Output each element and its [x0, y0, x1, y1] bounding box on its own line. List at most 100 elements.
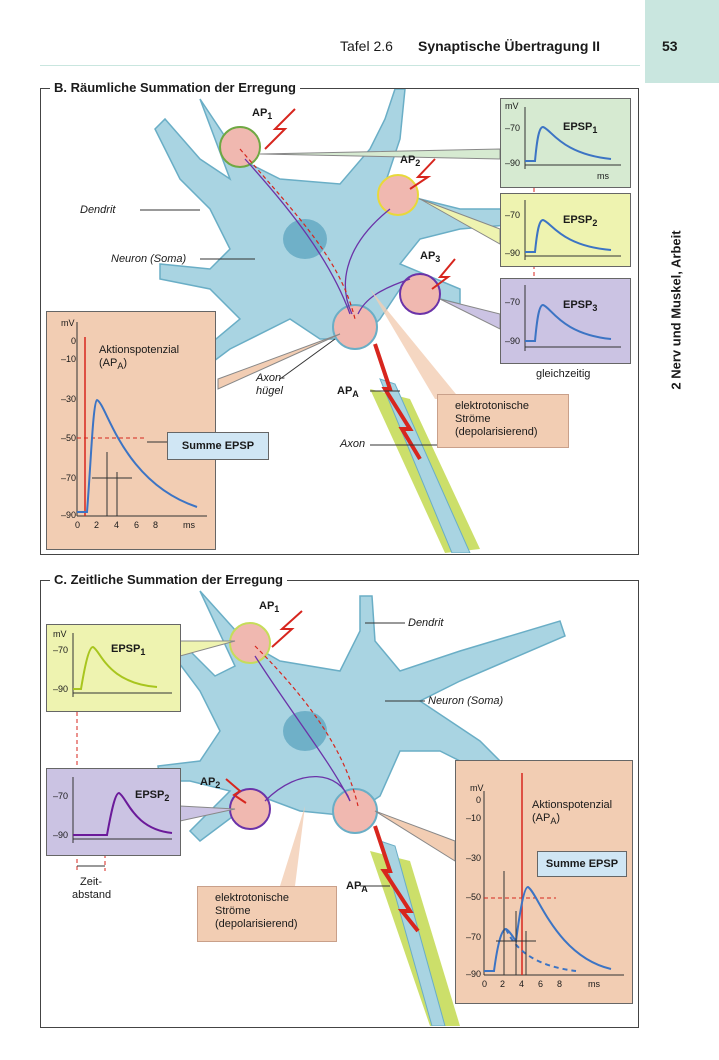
elektro-b-line2: Ströme [455, 413, 491, 425]
epsp1-curve [524, 107, 621, 169]
c-ap1-bolt [271, 610, 303, 648]
section-b-title: B. Räumliche Summation der Erregung [50, 80, 300, 95]
c-epsp1-unit: mV [53, 629, 67, 639]
epsp2-curve [524, 200, 621, 260]
ap-c-x3: 6 [538, 979, 544, 989]
epsp1-xunit: ms [597, 171, 609, 181]
section-c-illustration [76, 590, 566, 1026]
page-title: Synaptische Übertragung II [418, 38, 601, 54]
ap-c-plot [483, 773, 624, 976]
ap-chart-box-c: mV Aktionspotenzial (APA) 0 –10 –30 –50 … [455, 760, 633, 1004]
current-c-2 [264, 775, 351, 802]
hillock-c [332, 788, 378, 834]
ap-b-title-2: (APA) [99, 357, 128, 372]
synapse-ap2 [377, 174, 419, 216]
ap-b-xunit: ms [183, 520, 195, 530]
current-3 [357, 278, 411, 315]
ap-b-x2: 4 [114, 520, 120, 530]
axon-hillock-synapse [332, 304, 378, 350]
current-2 [344, 208, 391, 315]
synapse-c-ap2 [229, 788, 271, 830]
c-ap2-label: AP2 [200, 776, 221, 791]
c-ap1-label: AP1 [259, 600, 280, 615]
synapse-ap1 [219, 126, 261, 168]
summe-epsp-c: Summe EPSP [537, 851, 627, 877]
hillock-leader [279, 338, 336, 380]
page-tab [645, 0, 719, 83]
ap-b-y4: –70 [61, 473, 77, 483]
ap-c-x4: 8 [557, 979, 563, 989]
section-c-title: C. Zeitliche Summation der Erregung [50, 572, 287, 587]
nucleus-c [283, 711, 327, 751]
ap-b-plot [76, 322, 207, 517]
ap-c-y0: 0 [476, 795, 482, 805]
elektro-c-line3: (depolarisierend) [215, 918, 298, 930]
epsp1-ytop: –70 [505, 123, 521, 133]
c-epsp2-ybottom: –90 [53, 830, 69, 840]
epsp1-box-c: mV –70 –90 EPSP1 [46, 624, 181, 712]
epsp1-unit: mV [505, 101, 519, 111]
apa-label: APA [337, 385, 359, 400]
epsp3-ybottom: –90 [505, 336, 521, 346]
epsp2-ybottom: –90 [505, 248, 521, 258]
ap-b-x1: 2 [94, 520, 100, 530]
axonhuegel-label-1: Axon- [256, 372, 285, 384]
ap-b-unit: mV [61, 318, 75, 328]
ap-c-y1: –10 [466, 813, 482, 823]
summe-epsp-b: Summe EPSP [167, 432, 269, 460]
c-dendrit-label: Dendrit [408, 617, 444, 629]
ap-c-y5: –90 [466, 969, 482, 979]
tafel-label: Tafel 2.6 [340, 38, 393, 54]
ap-b-y2: –30 [61, 394, 77, 404]
header-rule [40, 65, 640, 66]
epsp3-curve [524, 285, 621, 351]
epsp3-box-b: –70 –90 EPSP3 [500, 278, 631, 364]
ap-c-x0: 0 [482, 979, 488, 989]
ap-c-y3: –50 [466, 892, 482, 902]
ap-b-x3: 6 [134, 520, 140, 530]
chapter-side-label: 2 Nerv und Muskel, Arbeit [668, 230, 684, 390]
connector-ap [217, 333, 341, 390]
apa-arrow-c [373, 825, 420, 933]
c-epsp1-ybottom: –90 [53, 684, 69, 694]
gleichzeitig-label: gleichzeitig [536, 368, 591, 380]
c-epsp1-curve [72, 633, 172, 697]
c-connector-elektro [280, 806, 305, 886]
ap1-bolt [264, 108, 296, 150]
current-1 [244, 158, 351, 315]
epsp1-title: EPSP1 [563, 121, 598, 136]
dendrit-label: Dendrit [80, 204, 116, 216]
synapse-ap3 [399, 273, 441, 315]
ap-b-y3: –50 [61, 433, 77, 443]
c-epsp1-ytop: –70 [53, 645, 69, 655]
epsp1-ybottom: –90 [505, 158, 521, 168]
axonhuegel-label-2: hügel [256, 385, 283, 397]
neuron-soma [154, 89, 521, 380]
connector-3 [439, 298, 501, 330]
c-epsp2-title: EPSP2 [135, 789, 170, 804]
ap-path-1 [239, 148, 356, 320]
connector-elektro [370, 289, 460, 399]
zeit-label-1: Zeit- [80, 876, 102, 888]
epsp3-title: EPSP3 [563, 299, 598, 314]
c-epsp1-title: EPSP1 [111, 643, 146, 658]
epsp1-box-b: mV –70 –90 ms EPSP1 [500, 98, 631, 188]
ap-c-unit: mV [470, 783, 484, 793]
ap-c-x1: 2 [500, 979, 506, 989]
synapse-c-ap1 [229, 622, 271, 664]
ap-chart-box-b: mV Aktionspotenzial (APA) 0 –10 –30 –50 … [46, 311, 216, 550]
elektrotonische-box-c: elektrotonische Ströme (depolarisierend) [197, 886, 337, 942]
epsp3-ytop: –70 [505, 297, 521, 307]
apa-arrow [373, 343, 422, 461]
ap-c-y4: –70 [466, 932, 482, 942]
axon-core [379, 378, 471, 553]
section-b-frame [40, 88, 639, 555]
ap3-label: AP3 [420, 250, 441, 265]
ap-c-title-2: (APA) [532, 812, 561, 827]
ap-b-y0: 0 [71, 336, 77, 346]
section-b-illustration [140, 89, 535, 553]
ap-b-x0: 0 [75, 520, 81, 530]
ap3-bolt [431, 258, 456, 290]
c-epsp2-ytop: –70 [53, 791, 69, 801]
ap2-bolt [409, 158, 436, 190]
